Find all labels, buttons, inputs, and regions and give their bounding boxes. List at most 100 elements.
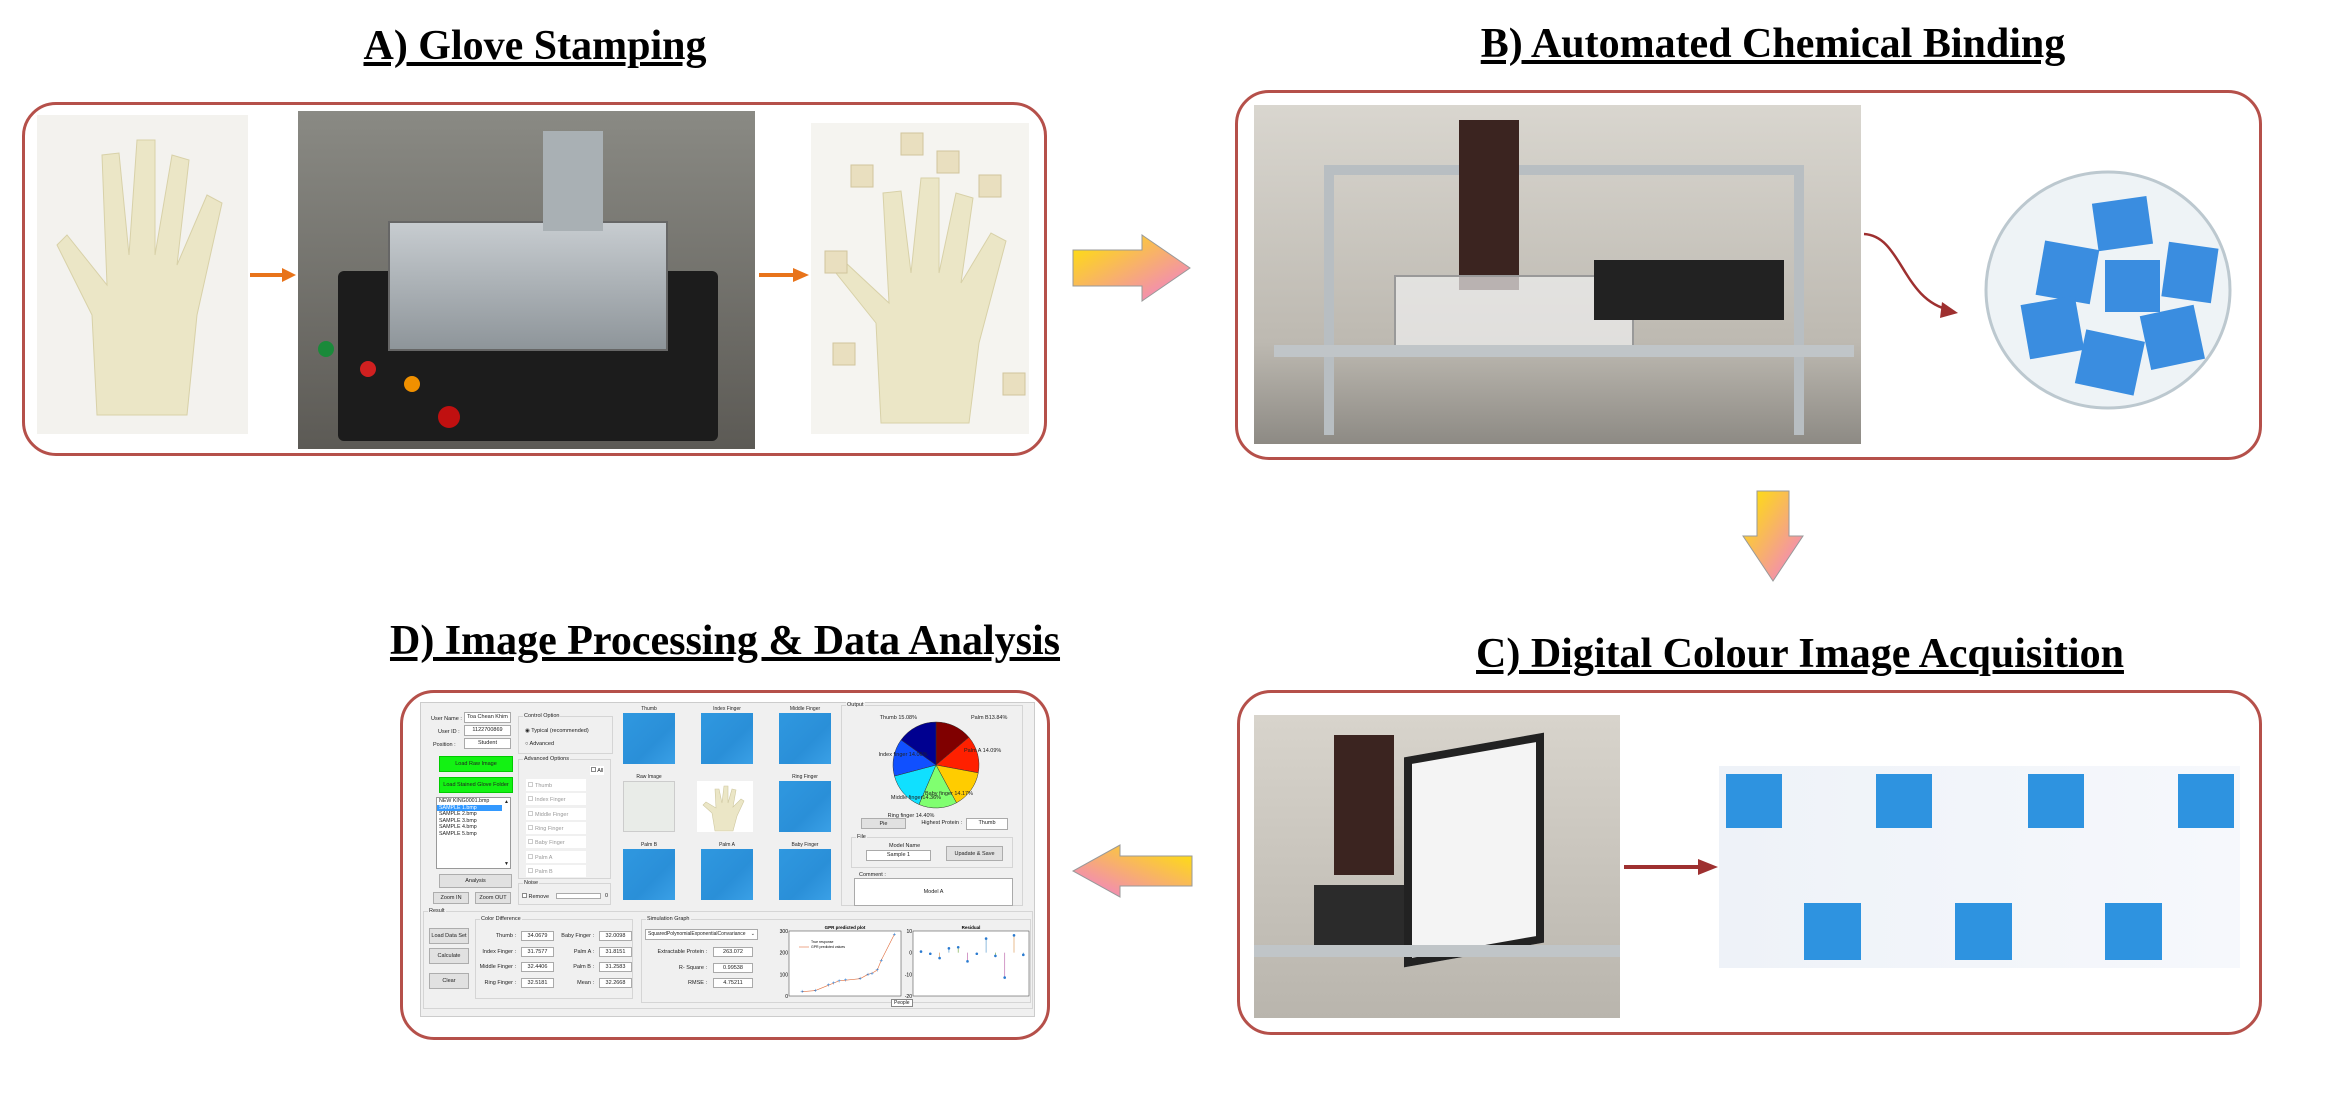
pie-button[interactable]: Pie xyxy=(861,818,906,829)
sim-value[interactable]: 0.99538 xyxy=(713,962,753,973)
pie-label: Palm B13.84% xyxy=(971,715,1007,721)
user-id-field[interactable]: 1122700869 xyxy=(464,725,511,736)
petri-dish-photo xyxy=(1980,150,2238,423)
file-list-item[interactable]: SAMPLE 5.bmp xyxy=(439,830,477,837)
simulation-plots: GPR predicted plot0100200300++++++++++++… xyxy=(780,925,1030,1000)
load-stained-glove-folder-button[interactable]: Load Stained Glove Folder xyxy=(439,777,513,793)
checkbox-box xyxy=(528,839,533,845)
position-field[interactable]: Student xyxy=(464,738,511,749)
file-list-item[interactable]: SAMPLE 2.bmp xyxy=(439,811,477,818)
true-response-point: + xyxy=(844,978,848,984)
comment-field[interactable]: Model A xyxy=(854,878,1013,906)
color-difference-group: Color Difference xyxy=(475,916,633,999)
tile-label-index: Index Finger xyxy=(713,706,741,712)
plot-title: GPR predicted plot xyxy=(825,925,866,930)
noise-slider[interactable] xyxy=(556,893,601,899)
glove-thumbnail xyxy=(697,781,753,832)
pie-label: Middle finger14.36% xyxy=(891,795,941,801)
option-checkbox[interactable]: Baby Finger xyxy=(526,836,586,849)
y-tick-label: -20 xyxy=(905,994,912,1000)
true-response-point: + xyxy=(879,958,883,964)
checkbox-box xyxy=(528,782,533,787)
true-response-point: + xyxy=(814,989,818,995)
true-response-point: + xyxy=(870,971,874,977)
orange-arrow-icon xyxy=(759,268,809,282)
color-diff-label: Thumb : xyxy=(495,933,516,939)
color-diff-value[interactable]: 32.0098 xyxy=(599,931,632,941)
option-label: Ring Finger xyxy=(535,825,564,832)
file-label: File xyxy=(856,834,867,840)
option-label: Middle Finger xyxy=(535,811,569,818)
y-tick-label: 10 xyxy=(906,929,912,935)
color-diff-value[interactable]: 31.2583 xyxy=(599,962,632,973)
color-diff-label: Index Finger : xyxy=(482,948,516,955)
option-checkbox[interactable]: Palm A xyxy=(526,850,586,863)
user-name-field[interactable]: Toa Chean Khim xyxy=(464,712,511,723)
scroll-up-icon[interactable]: ▲ xyxy=(504,799,509,805)
option-checkbox[interactable]: Thumb xyxy=(526,779,586,791)
sim-value[interactable]: 4.75211 xyxy=(713,978,753,988)
kernel-dropdown[interactable]: SquaredPolynomialExponentialConvariance⌄ xyxy=(645,929,758,940)
control-option-group: Control Option ◉ Typical (recommended) ○… xyxy=(518,713,613,754)
tile-image-ring xyxy=(779,781,831,832)
model-name-field[interactable]: Sample 1 xyxy=(866,850,931,861)
tile-label-thumb: Thumb xyxy=(641,706,657,712)
load-data-set-button[interactable]: Load Data Set xyxy=(429,928,469,944)
file-list-item[interactable]: SAMPLE 3.bmp xyxy=(439,817,477,824)
analysis-button[interactable]: Analysis xyxy=(439,874,512,888)
sim-value[interactable]: 263.072 xyxy=(713,947,753,957)
radio-typical[interactable]: ◉ Typical (recommended) xyxy=(525,728,589,734)
people-tooltip: People xyxy=(891,999,913,1007)
down-arrow-icon xyxy=(1742,490,1804,582)
color-diff-label: Palm B : xyxy=(573,964,594,971)
residual-point xyxy=(947,947,951,950)
true-response-point: + xyxy=(858,977,862,983)
color-diff-value[interactable]: 32.4406 xyxy=(521,962,554,973)
color-diff-value[interactable]: 32.2668 xyxy=(599,978,632,989)
tile-image-middle xyxy=(779,713,831,764)
tile-image-palm_b xyxy=(623,849,675,900)
tile-label-middle: Middle Finger xyxy=(789,706,821,712)
radio-advanced[interactable]: ○ Advanced xyxy=(525,741,555,747)
true-response-point: + xyxy=(837,979,841,985)
option-checkbox[interactable]: Index Finger xyxy=(526,793,586,806)
calculate-button[interactable]: Calculate xyxy=(429,948,469,964)
residual-point xyxy=(919,950,923,953)
pie-label: Baby finger 14.17% xyxy=(925,791,973,797)
option-checkbox[interactable]: Palm B xyxy=(526,864,586,877)
option-checkbox[interactable]: Ring Finger xyxy=(526,821,586,834)
color-difference-label: Color Difference xyxy=(480,916,522,922)
remove-checkbox[interactable]: Remove xyxy=(522,893,549,900)
color-diff-value[interactable]: 31.8151 xyxy=(599,946,632,957)
option-label: Palm A xyxy=(535,854,553,861)
pie-slice-thumb xyxy=(900,721,937,766)
color-diff-value[interactable]: 31.7577 xyxy=(521,946,554,957)
advanced-label: Advanced xyxy=(529,741,555,747)
file-list-item[interactable]: SAMPLE 1.bmp xyxy=(437,804,502,812)
load-raw-image-button[interactable]: Load Raw Image xyxy=(439,756,513,772)
y-tick-label: 0 xyxy=(785,994,788,1000)
sim-label: RMSE : xyxy=(688,980,707,986)
file-list-item[interactable]: SAMPLE 4.bmp xyxy=(439,824,477,831)
color-diff-value[interactable]: 34.0679 xyxy=(521,931,554,941)
scroll-down-icon[interactable]: ▼ xyxy=(504,861,509,867)
update-save-button[interactable]: Upadate & Save xyxy=(946,846,1003,861)
all-checkbox[interactable]: All xyxy=(590,766,605,775)
y-tick-label: 0 xyxy=(909,951,912,957)
checkbox-box xyxy=(528,796,533,802)
color-diff-label: Mean : xyxy=(577,980,594,987)
result-group: Result xyxy=(423,908,1033,1009)
comment-label: Comment : xyxy=(859,872,886,878)
zoom-in-button[interactable]: Zoom IN xyxy=(433,892,469,904)
noise-label: Noise xyxy=(523,880,540,886)
residual-point xyxy=(975,952,979,956)
file-list-item[interactable]: NEW KING0001.bmp xyxy=(439,798,490,804)
option-checkbox[interactable]: Middle Finger xyxy=(526,807,586,820)
zoom-out-button[interactable]: Zoom OUT xyxy=(475,892,511,904)
color-diff-value[interactable]: 32.5181 xyxy=(521,978,554,989)
all-label: All xyxy=(597,768,604,774)
stained-samples-photo xyxy=(1719,766,2240,968)
clear-button[interactable]: Clear xyxy=(429,973,469,989)
highest-protein-field[interactable]: Thumb xyxy=(966,818,1008,830)
